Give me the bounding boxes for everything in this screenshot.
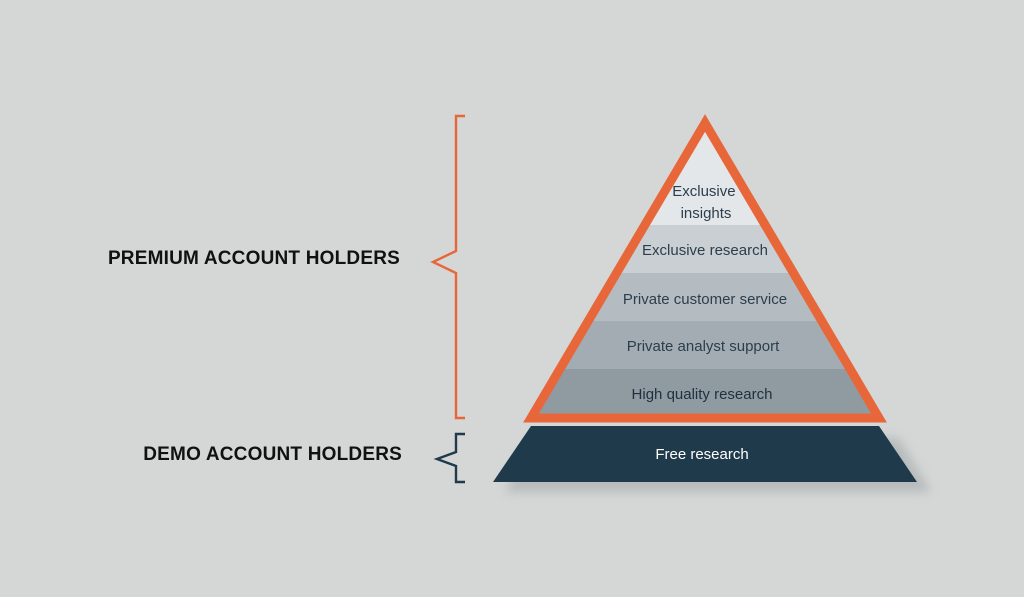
tier-label-exclusive-insights: Exclusive insights: [672, 183, 740, 222]
demo-group-label: DEMO ACCOUNT HOLDERS: [143, 444, 402, 465]
premium-bracket: [430, 114, 465, 420]
tier-private-analyst-support: [531, 321, 879, 369]
tier-label-high-quality-research: High quality research: [632, 386, 773, 403]
demo-bracket: [433, 432, 465, 484]
tier-free-research: [493, 426, 917, 482]
tier-label-private-customer-service: Private customer service: [623, 291, 787, 308]
tier-label-exclusive-research: Exclusive research: [642, 242, 768, 259]
pyramid-outline: [523, 114, 887, 423]
tier-label-free-research: Free research: [655, 446, 748, 463]
tier-label-private-analyst-support: Private analyst support: [627, 338, 780, 355]
premium-group-label: PREMIUM ACCOUNT HOLDERS: [107, 248, 400, 269]
tier-high-quality-research: [531, 369, 879, 418]
